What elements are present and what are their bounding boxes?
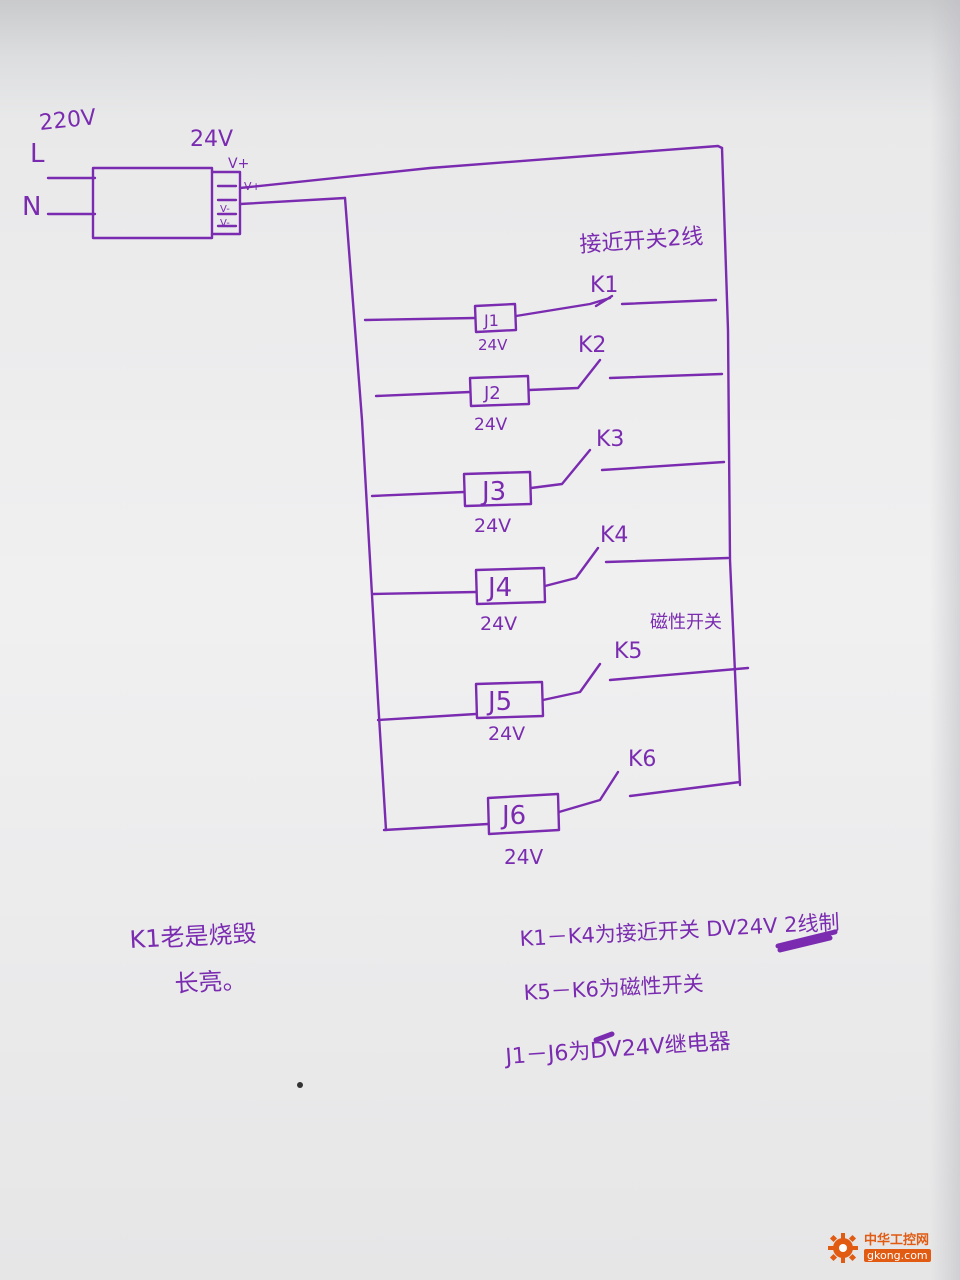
relay-box-j1 [473,302,518,334]
relay-label-j5: J5 [486,687,512,717]
legend-line2: K5－K6为磁性开关 [523,972,704,1005]
relay-label-j6: J6 [500,801,526,831]
relay-box-j6 [486,792,561,836]
relay-box-j5 [474,680,545,720]
relay-box-j4 [474,566,547,606]
relay-label-j4: J4 [486,573,512,603]
vplus-label-a: V+ [228,156,249,172]
watermark-url: gkong.com [864,1249,931,1262]
proximity-switch-note: 接近开关2线 [579,224,704,258]
site-watermark: 中华工控网 gkong.com [826,1226,956,1270]
right-bus [720,146,742,787]
problem-note-line1: K1老是烧毁 [129,919,257,954]
problem-note-line2: 长亮。 [174,966,247,998]
paper-edge-shadow [930,0,960,1280]
relay-voltage-j5: 24V [488,723,525,745]
switch-label-k4: K4 [600,523,628,548]
relay-voltage-j6: 24V [504,845,543,869]
left-bus [343,196,388,832]
scribble-mark [775,929,838,953]
vminus-label-a: V- [220,204,230,215]
gear-icon [828,1233,858,1263]
watermark-name: 中华工控网 [864,1233,930,1248]
psu-box [91,166,214,240]
relay-box-j3 [462,470,533,508]
wire-positive-rail [238,144,724,190]
switch-label-k6: K6 [628,747,656,772]
psu-output-label: 24V [190,127,233,152]
switch-label-k5: K5 [614,639,642,664]
neutral-n-label: N [22,192,41,222]
phase-l-label: L [30,139,45,169]
relay-label-j2: J2 [483,383,501,404]
magnetic-switch-note: 磁性开关 [650,612,722,633]
relay-voltage-j3: 24V [474,515,511,537]
relay-voltage-j1: 24V [478,336,508,354]
switch-label-k1: K1 [590,273,618,298]
relay-label-j3: J3 [480,477,506,507]
relay-box-j2 [468,374,531,408]
switch-label-k2: K2 [578,333,606,358]
input-voltage-label: 220V [38,105,97,136]
vminus-label-b: V- [220,218,230,229]
wire-negative-rail [238,196,347,206]
switch-label-k3: K3 [596,427,624,452]
relay-voltage-j2: 24V [474,415,508,435]
relay-label-j1: J1 [483,311,499,330]
relay-voltage-j4: 24V [480,613,517,635]
legend-line3: J1－J6为DV24V继电器 [503,1029,732,1070]
vplus-label-b: V+ [244,180,261,193]
